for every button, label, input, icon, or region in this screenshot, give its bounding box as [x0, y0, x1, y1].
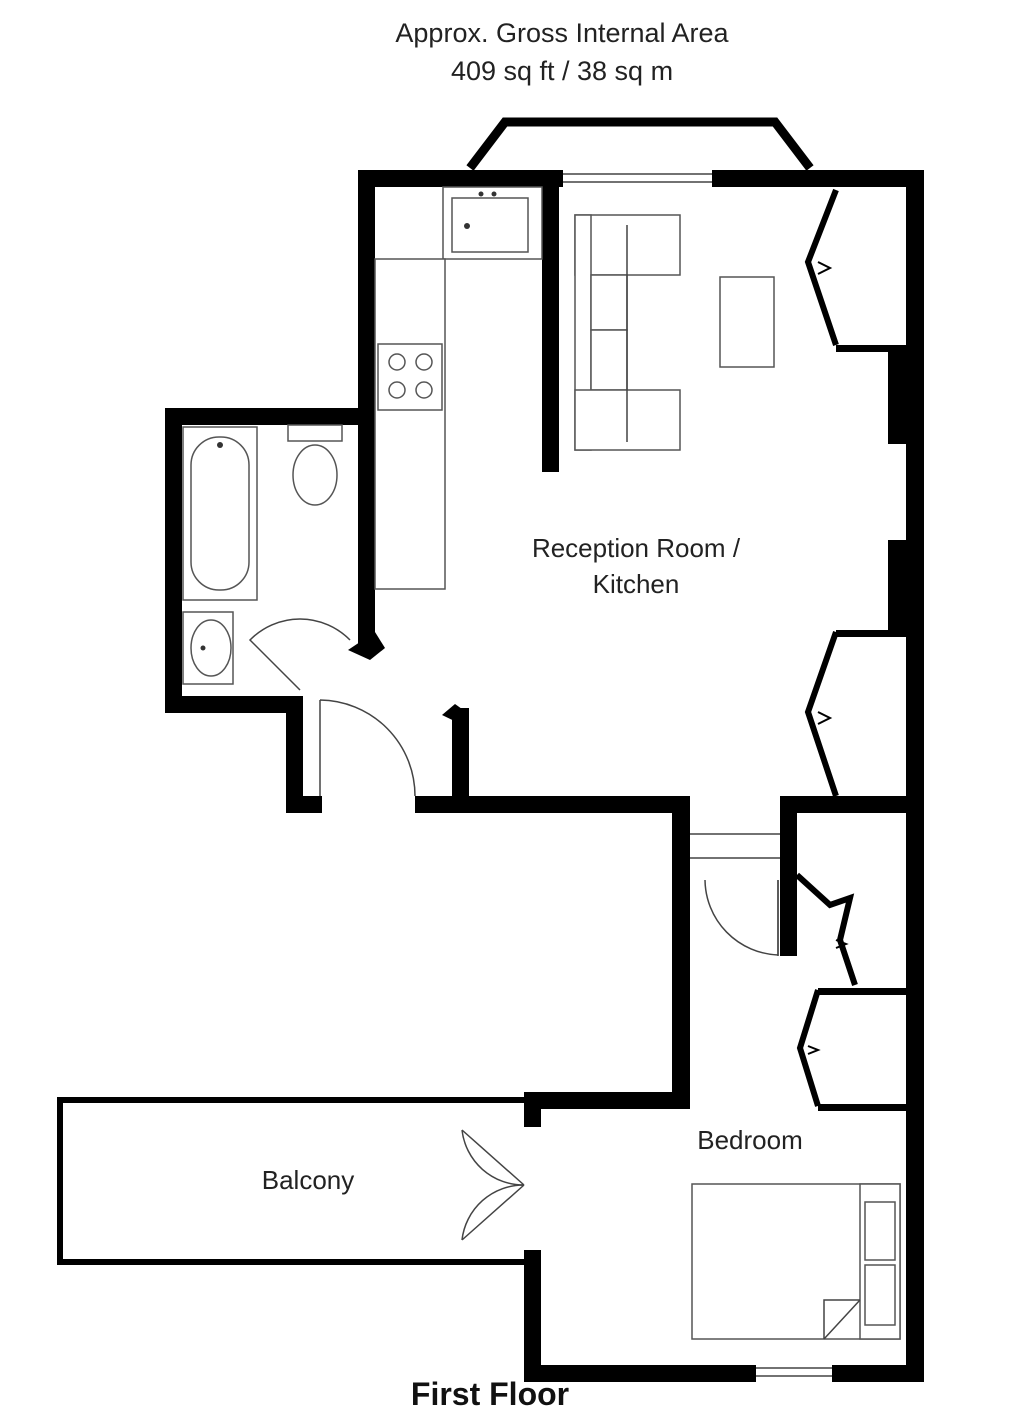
bay-window	[466, 117, 814, 171]
wall-hall-left	[286, 696, 303, 811]
wall-bath-top	[165, 408, 375, 425]
door-swing-balcony-1	[461, 1129, 525, 1186]
wall-bed-bottom-right	[832, 1365, 924, 1382]
kitchen-counter-long	[374, 258, 446, 590]
wall-right	[906, 170, 924, 1380]
room-label-bedroom: Bedroom	[697, 1125, 803, 1155]
balcony-outline	[57, 1097, 524, 1265]
bath-basin	[190, 619, 232, 677]
tap-1	[478, 191, 484, 197]
hob-ring-4	[415, 381, 433, 399]
wall-bed-left-top	[524, 1092, 541, 1127]
hob-ring-2	[415, 353, 433, 371]
wall-bed-wardrobe-div	[818, 988, 908, 995]
wall-hall-bottom	[415, 796, 690, 813]
wall-bath-bottom	[165, 696, 300, 713]
coffee-table	[719, 276, 775, 368]
door-swing-bedroom	[704, 879, 779, 956]
wardrobe-door-2	[804, 631, 839, 797]
wall-top-left	[358, 170, 563, 187]
wardrobe-door-1	[804, 188, 839, 346]
pillow-2	[864, 1264, 896, 1326]
wall-pier-1	[888, 352, 908, 444]
pillow-1	[864, 1201, 896, 1261]
area-value: 409 sq ft / 38 sq m	[450, 56, 674, 86]
sink-drain	[464, 223, 470, 229]
bed-wardrobe-door-2	[796, 989, 821, 1107]
kitchen-sink	[451, 197, 529, 253]
wall-kitchen-divider	[542, 187, 559, 472]
basin-drain	[200, 645, 206, 651]
hob-ring-3	[388, 381, 406, 399]
wall-bed-left-bottom	[524, 1250, 541, 1380]
wardrobe-mark-2	[817, 711, 833, 725]
toilet-bowl	[292, 444, 338, 506]
bath-drain	[217, 442, 223, 448]
wall-hall-mid	[452, 708, 469, 808]
wall-center-right-top	[780, 796, 924, 813]
bed-wardrobe-door-1	[794, 872, 858, 986]
floor-name: First Floor	[410, 1376, 570, 1412]
wall-hall-jamb	[442, 704, 469, 728]
sofa-seat-1	[590, 274, 628, 331]
area-title: Approx. Gross Internal Area	[395, 18, 729, 48]
wall-bath-door-jamb	[348, 632, 385, 660]
wardrobe-mark-1	[817, 261, 833, 275]
bathtub-inner	[190, 436, 250, 591]
wall-alcove-1	[836, 345, 908, 352]
bed-cover-fold	[823, 1299, 860, 1339]
wall-bed-hall-right	[780, 796, 797, 956]
wall-pier-2	[888, 540, 908, 632]
tap-2	[491, 191, 497, 197]
door-swing-balcony-2	[461, 1184, 525, 1241]
wall-bed-wardrobe-bottom	[818, 1104, 908, 1111]
door-swing-bath	[248, 618, 351, 691]
sofa-seat-2	[590, 329, 628, 391]
room-label-reception: Reception Room / Kitchen	[486, 530, 786, 602]
bed-cover-diag	[823, 1299, 861, 1340]
wall-center-vertical	[672, 796, 690, 1109]
room-label-balcony: Balcony	[261, 1165, 355, 1195]
wall-hall-left-bottom	[286, 796, 322, 813]
bed-wardrobe-mark-2	[835, 939, 849, 949]
wall-bed-bottom-left	[524, 1365, 756, 1382]
wall-bed-top-left	[524, 1092, 690, 1109]
toilet-cistern	[287, 424, 343, 442]
wall-bath-left	[165, 408, 182, 713]
wall-alcove-2	[836, 630, 908, 637]
door-swing-entry	[319, 699, 416, 797]
wall-top-right	[712, 170, 924, 187]
hob-ring-1	[388, 353, 406, 371]
room-label-reception-line1: Reception Room /	[531, 533, 741, 563]
room-label-reception-line2: Kitchen	[592, 569, 680, 599]
kitchen-hob	[377, 343, 443, 411]
bed-wardrobe-mark	[807, 1045, 821, 1055]
